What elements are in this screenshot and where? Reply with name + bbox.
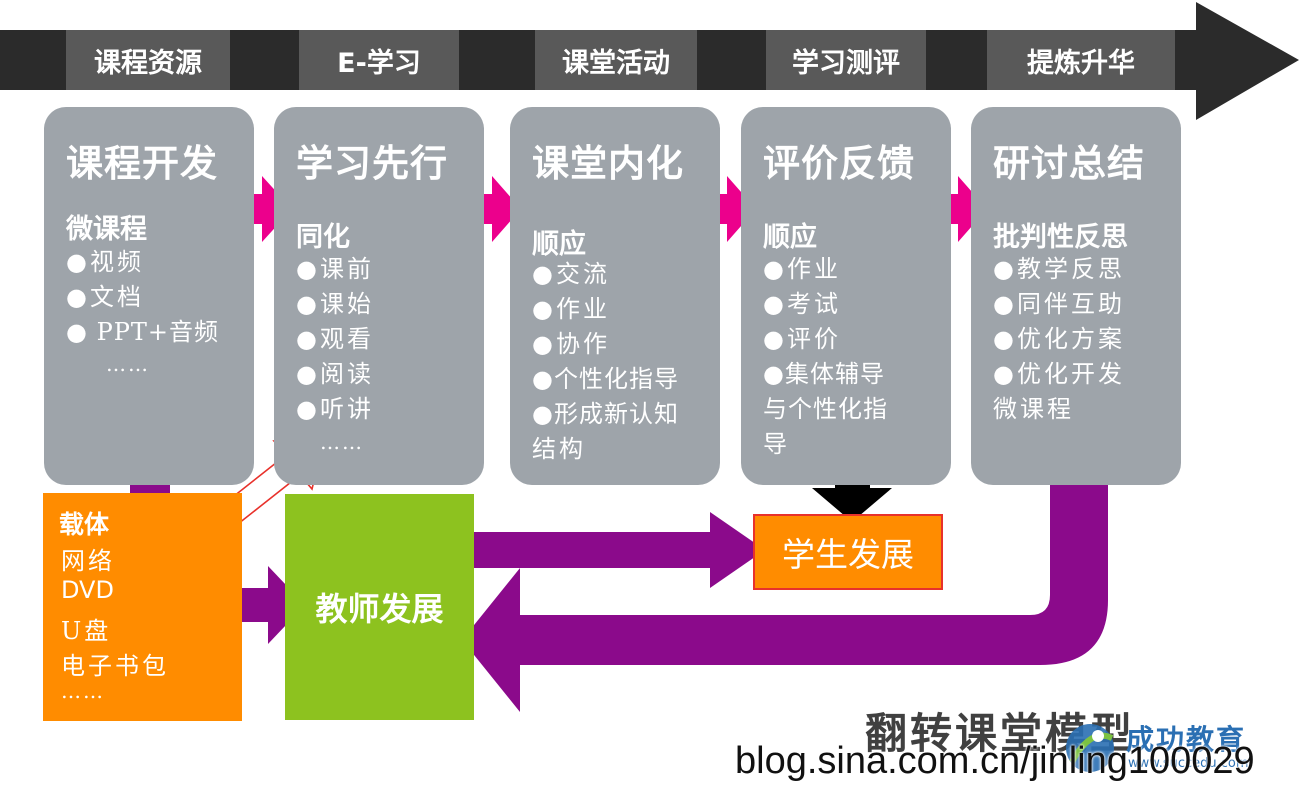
feedback-u-arrow — [462, 462, 1108, 712]
stage-item: 结构 — [532, 435, 586, 463]
stage-title: 研讨总结 — [993, 142, 1145, 185]
down-arrow-to-student — [812, 462, 892, 522]
stage-item: …… — [320, 430, 364, 454]
tab-label: 提炼升华 — [1027, 47, 1135, 79]
logo-url: www.succedu.com — [1128, 756, 1249, 771]
student-development-box: 学生发展 — [753, 514, 943, 590]
stage-item: ●优化方案 — [993, 325, 1125, 353]
stage-item: ●同伴互助 — [993, 290, 1125, 318]
carrier-item: DVD — [61, 576, 114, 604]
blog-watermark: blog.sina.com.cn/jinling100029 — [735, 740, 1255, 782]
stage-subtitle: 顺应 — [532, 229, 586, 260]
stage-card-class-internalization: 课堂内化 顺应 ●交流 ●作业 ●协作 ●个性化指导 ●形成新认知 结构 — [510, 107, 720, 485]
tab-label: 学习测评 — [792, 47, 900, 79]
tab-refinement: 提炼升华 — [987, 30, 1175, 90]
stage-item: ●听讲 — [296, 395, 374, 423]
stage-item: ●作业 — [532, 295, 610, 323]
stage-item: ●课始 — [296, 290, 374, 318]
stage-item: 导 — [763, 430, 790, 458]
stage-item: ●教学反思 — [993, 255, 1125, 283]
stage-item: 与个性化指 — [763, 395, 888, 423]
stage-subtitle: 批判性反思 — [993, 222, 1128, 253]
student-development-label: 学生发展 — [782, 535, 914, 574]
stage-item: ●协作 — [532, 330, 610, 358]
pink-arrow-2 — [462, 176, 521, 242]
stage-item: …… — [106, 352, 150, 376]
stage-item: ● PPT+音频 — [66, 318, 219, 346]
carrier-title: 载体 — [59, 510, 110, 539]
stage-item: ●视频 — [66, 248, 144, 276]
teacher-development-box: 教师发展 — [285, 494, 474, 720]
stage-item: ●文档 — [66, 283, 144, 311]
tab-class-activity: 课堂活动 — [535, 30, 697, 90]
tab-label: 课程资源 — [94, 47, 202, 79]
stage-item: ●优化开发 — [993, 360, 1125, 388]
tab-label: E-学习 — [337, 47, 421, 79]
stage-item: ●观看 — [296, 325, 374, 353]
stage-subtitle: 同化 — [296, 222, 350, 253]
stage-item: 微课程 — [993, 395, 1074, 423]
tab-course-resources: 课程资源 — [66, 30, 230, 90]
logo-text: 成功教育 — [1126, 723, 1247, 756]
succedu-logo: 成功教育 www.succedu.com — [1062, 716, 1282, 778]
stage-card-discussion-summary: 研讨总结 批判性反思 ●教学反思 ●同伴互助 ●优化方案 ●优化开发 微课程 — [971, 107, 1181, 485]
logo-figure-icon — [1066, 724, 1114, 772]
tab-e-learning: E-学习 — [299, 30, 459, 90]
carrier-item: …… — [61, 679, 105, 703]
teacher-development-label: 教师发展 — [315, 590, 444, 628]
stage-item: ●交流 — [532, 260, 610, 288]
stage-subtitle: 微课程 — [66, 214, 147, 245]
carrier-box: 载体 网络 DVD U盘 电子书包 …… — [43, 493, 242, 721]
tab-assessment: 学习测评 — [766, 30, 926, 90]
stage-item: ●形成新认知 — [532, 400, 679, 428]
carrier-item: 网络 — [61, 547, 115, 575]
stage-card-learning-first: 学习先行 同化 ●课前 ●课始 ●观看 ●阅读 ●听讲 …… — [274, 107, 484, 485]
tab-label: 课堂活动 — [562, 47, 670, 79]
stage-title: 学习先行 — [296, 142, 448, 185]
stage-card-evaluation-feedback: 评价反馈 顺应 ●作业 ●考试 ●评价 ●集体辅导 与个性化指 导 — [741, 107, 951, 485]
stage-title: 课程开发 — [66, 142, 218, 185]
stage-item: ●作业 — [763, 255, 841, 283]
stage-item: ●考试 — [763, 290, 841, 318]
stage-item: ●评价 — [763, 325, 841, 353]
stage-title: 课堂内化 — [532, 142, 684, 185]
carrier-item: U盘 — [61, 617, 112, 645]
stage-item: ●个性化指导 — [532, 365, 679, 393]
stage-item: ●阅读 — [296, 360, 374, 388]
stage-title: 评价反馈 — [763, 142, 915, 185]
pink-arrow-1 — [234, 176, 292, 242]
carrier-item: 电子书包 — [61, 652, 169, 680]
stage-card-course-development: 课程开发 微课程 ●视频 ●文档 ● PPT+音频 …… — [44, 107, 254, 485]
teacher-to-student-arrow — [455, 512, 765, 588]
stage-item: ●课前 — [296, 255, 374, 283]
stage-item: ●集体辅导 — [763, 360, 885, 388]
stage-subtitle: 顺应 — [763, 222, 817, 253]
